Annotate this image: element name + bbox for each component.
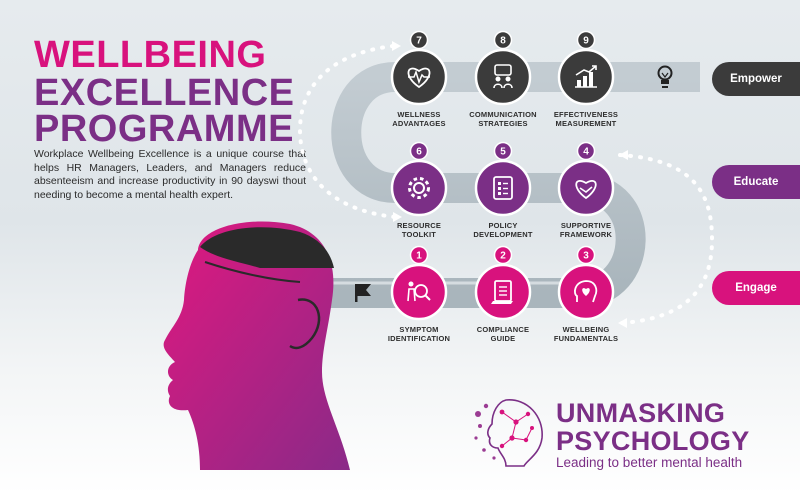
tab-engage[interactable]: Engage: [712, 271, 800, 305]
step-node-5: 5: [474, 141, 532, 217]
brand-logo-network: [474, 399, 543, 467]
step-number-badge: [576, 245, 596, 265]
growth-chart-icon: [575, 65, 597, 88]
step-label-line-2: STRATEGIES: [478, 119, 528, 128]
step-label-line-2: FRAMEWORK: [559, 230, 613, 239]
flag-icon: [355, 284, 371, 302]
title-line-2: EXCELLENCE: [34, 72, 295, 114]
step-number-badge: [409, 141, 429, 161]
tab-empower[interactable]: Empower: [712, 62, 800, 96]
chat-people-icon: [493, 64, 513, 89]
arrow-head-mid: [393, 212, 402, 222]
step-number: 6: [416, 147, 422, 158]
step-label-line-2: IDENTIFICATION: [387, 334, 451, 343]
step-number-badge: [493, 141, 513, 161]
step-label-line-2: DEVELOPMENT: [473, 230, 533, 239]
step-node-3: 3: [557, 245, 615, 321]
step-label-line-1: SYMPTOM: [399, 325, 439, 334]
step-number-badge: [409, 30, 429, 50]
ear-outline: [289, 298, 321, 350]
magnifier-person-icon: [407, 281, 431, 302]
step-circle: [474, 48, 532, 106]
step-label-line-1: RESOURCE: [396, 221, 442, 230]
step-number: 2: [500, 251, 506, 262]
dotted-arc-right: [618, 153, 715, 325]
document-icon: [491, 280, 513, 304]
step-number: 8: [500, 36, 506, 47]
head-top-cap: [200, 227, 334, 268]
step-label-line-1: SUPPORTIVE: [560, 221, 612, 230]
step-node-8: 8: [474, 30, 532, 106]
step-node-9: 9: [557, 30, 615, 106]
step-number-badge: [576, 30, 596, 50]
brand-tagline: Leading to better mental health: [556, 455, 743, 470]
arrow-head-right: [619, 150, 628, 160]
title-line-3: PROGRAMME: [34, 108, 294, 150]
arrow-head-bottom: [618, 318, 627, 328]
step-circle: [390, 263, 448, 321]
step-node-2: 2: [474, 245, 532, 321]
head-silhouette: [163, 221, 350, 470]
step-label-line-1: WELLNESS: [397, 110, 441, 119]
step-label-line-1: WELLBEING: [562, 325, 610, 334]
step-number: 7: [416, 36, 422, 47]
dotted-arc-top-left: [297, 44, 397, 219]
heartbeat-icon: [407, 67, 431, 89]
brand-name-line-1: UNMASKING: [556, 398, 726, 428]
step-number: 5: [500, 147, 506, 158]
step-label-line-2: GUIDE: [490, 334, 516, 343]
step-label-line-2: MEASUREMENT: [555, 119, 617, 128]
step-label-line-1: POLICY: [488, 221, 518, 230]
step-node-7: 7: [390, 30, 448, 106]
step-number: 9: [583, 36, 589, 47]
step-number-badge: [576, 141, 596, 161]
step-label-line-2: ADVANTAGES: [392, 119, 446, 128]
step-circle: [390, 48, 448, 106]
step-circle: [390, 159, 448, 217]
handshake-heart-icon: [575, 180, 597, 200]
step-number-badge: [493, 245, 513, 265]
step-label-line-2: FUNDAMENTALS: [553, 334, 619, 343]
title-line-1: WELLBEING: [34, 34, 267, 76]
step-circle: [474, 263, 532, 321]
lightbulb-icon: [657, 65, 673, 88]
programme-description: Workplace Wellbeing Excellence is a uniq…: [34, 148, 306, 201]
gear-icon: [408, 177, 430, 199]
step-number: 4: [583, 147, 589, 158]
brand-name-line-2: PSYCHOLOGY: [556, 426, 750, 456]
tab-educate[interactable]: Educate: [712, 165, 800, 199]
step-circle: [557, 159, 615, 217]
checklist-icon: [493, 176, 513, 200]
head-rim: [204, 261, 301, 283]
step-number: 1: [416, 251, 422, 262]
step-label-line-1: COMMUNICATION: [469, 110, 537, 119]
step-label-line-2: TOOLKIT: [401, 230, 437, 239]
step-number-badge: [493, 30, 513, 50]
head-heart-icon: [574, 280, 598, 303]
step-node-1: 1: [390, 245, 448, 321]
step-number: 3: [583, 251, 589, 262]
step-node-4: 4: [557, 141, 615, 217]
step-node-6: 6: [390, 141, 448, 217]
arrow-head-top: [392, 41, 401, 51]
step-label-line-1: COMPLIANCE: [476, 325, 530, 334]
step-label-line-1: EFFECTIVENESS: [553, 110, 619, 119]
step-number-badge: [409, 245, 429, 265]
